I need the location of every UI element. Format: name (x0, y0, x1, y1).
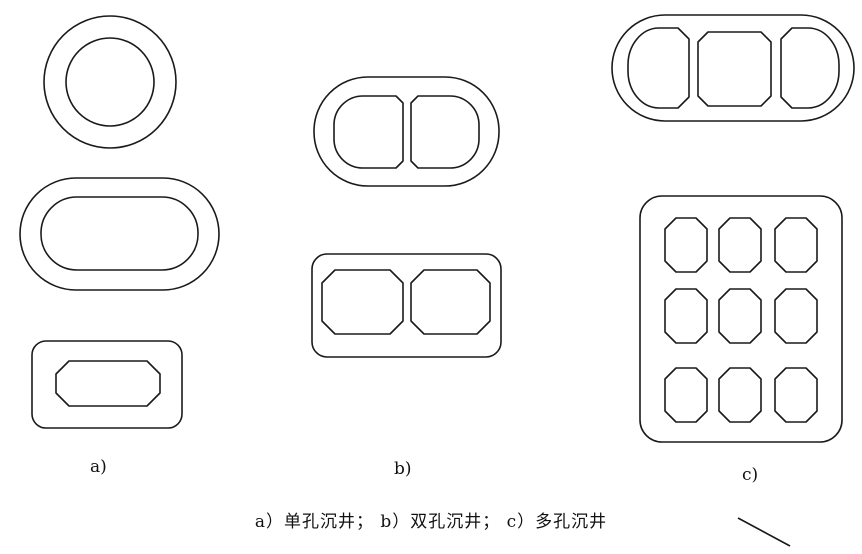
circular-caisson (43, 15, 177, 149)
single-hole-group (19, 15, 220, 429)
oval-triple-right-hole (780, 27, 840, 109)
oval-outer-wall (19, 177, 220, 291)
grid-hole-r2-c2 (718, 288, 762, 344)
grid-hole-r3-c3 (774, 367, 818, 423)
grid-holes (664, 217, 818, 423)
rect-double-left-hole (321, 269, 404, 335)
rectangular-caisson (31, 340, 183, 429)
grid-outer-wall (639, 195, 843, 443)
oval-double-right-hole (410, 95, 480, 169)
rect-double-caisson (311, 253, 502, 358)
grid-hole-r1-c2 (718, 217, 762, 273)
oval-triple-caisson (611, 14, 855, 122)
oval-double-caisson (313, 76, 500, 187)
label-multi-hole: c) (742, 465, 759, 485)
grid-hole-r1-c1 (664, 217, 708, 273)
grid-hole-r1-c3 (774, 217, 818, 273)
figure-caption: a）单孔沉井； b）双孔沉井； c）多孔沉井 (254, 512, 608, 532)
rectangular-outer-wall (31, 340, 183, 429)
circular-outer-wall (43, 15, 177, 149)
label-single-hole: a) (90, 457, 107, 477)
double-hole-group (311, 76, 502, 358)
pointer-line (737, 517, 791, 547)
grid-hole-r2-c1 (664, 288, 708, 344)
oval-triple-middle-hole (697, 31, 772, 107)
oval-double-left-hole (333, 95, 404, 169)
grid-hole-r3-c1 (664, 367, 708, 423)
rectangular-inner-hole (55, 360, 161, 407)
oval-double-outer-wall (313, 76, 500, 187)
rect-double-outer-wall (311, 253, 502, 358)
oval-inner-hole (40, 196, 199, 271)
circular-inner-hole (65, 37, 155, 127)
multi-hole-group (611, 14, 855, 443)
grid-hole-r3-c2 (718, 367, 762, 423)
grid-hole-r2-c3 (774, 288, 818, 344)
grid-caisson (639, 195, 843, 443)
oval-triple-outer-wall (611, 14, 855, 122)
oval-caisson (19, 177, 220, 291)
label-double-hole: b) (394, 459, 412, 479)
oval-triple-left-hole (627, 27, 690, 109)
rect-double-right-hole (410, 269, 491, 335)
